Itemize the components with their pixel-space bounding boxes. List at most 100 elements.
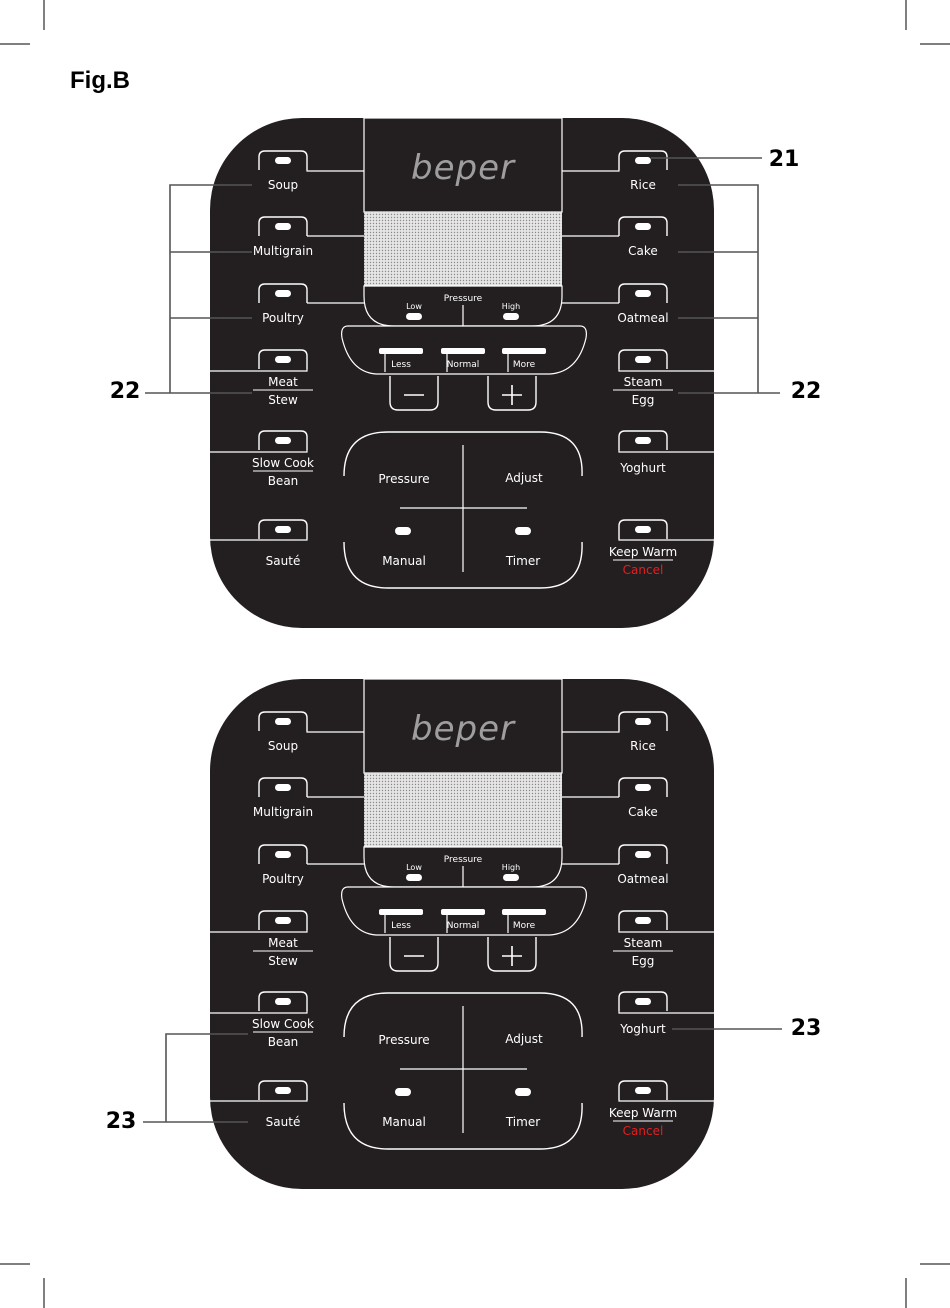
pressure-button[interactable]: Pressure xyxy=(378,1033,429,1047)
display-frame xyxy=(363,117,563,213)
right-button-label: Oatmeal xyxy=(617,311,668,325)
left-button-led xyxy=(275,917,291,924)
level-led-less xyxy=(379,909,423,915)
left-button-label: Poultry xyxy=(262,872,304,886)
left-connector xyxy=(210,450,308,453)
right-button-label2: Egg xyxy=(632,954,655,968)
left-connector xyxy=(306,731,364,733)
left-button-2[interactable]: Multigrain xyxy=(253,777,364,819)
right-button-cap xyxy=(618,711,668,731)
left-button-led xyxy=(275,356,291,363)
display-frame xyxy=(363,678,563,774)
plus-button[interactable] xyxy=(487,937,537,972)
left-button-3[interactable]: Poultry xyxy=(258,283,364,325)
center-pad-top-arc xyxy=(343,431,583,477)
left-button-cap xyxy=(258,910,308,930)
callout-21-label: 21 xyxy=(769,147,800,172)
center-pad-top-arc xyxy=(343,992,583,1038)
left-button-led xyxy=(275,526,291,533)
left-button-cap xyxy=(258,519,308,539)
brand-logo: beper xyxy=(411,148,516,188)
callout-23-left-bracket xyxy=(165,1033,248,1122)
adjust-button[interactable]: Adjust xyxy=(505,1032,543,1046)
right-button-5[interactable]: Yoghurt xyxy=(618,991,714,1036)
plus-button[interactable] xyxy=(487,376,537,411)
left-button-cap xyxy=(258,1080,308,1100)
center-pad-bottom-arc xyxy=(343,1102,583,1150)
right-connector xyxy=(562,731,620,733)
right-button-led xyxy=(635,356,651,363)
right-button-cap xyxy=(618,991,668,1011)
figure-title: Fig.B xyxy=(70,67,130,94)
level-more-label: More xyxy=(513,360,536,370)
right-button-2[interactable]: Cake xyxy=(562,777,668,819)
left-button-label: Soup xyxy=(268,178,298,192)
pressure-high-led xyxy=(503,313,519,320)
left-button-3[interactable]: Poultry xyxy=(258,844,364,886)
left-button-led xyxy=(275,223,291,230)
manual-button[interactable]: Manual xyxy=(382,1088,426,1129)
manual-led xyxy=(395,1088,411,1096)
right-button-label: Cake xyxy=(628,244,658,258)
pressure-low-led xyxy=(406,313,422,320)
pressure-button[interactable]: Pressure xyxy=(378,472,429,486)
right-button-1[interactable]: Rice xyxy=(562,150,668,192)
right-button-2[interactable]: Cake xyxy=(562,216,668,258)
left-button-led xyxy=(275,437,291,444)
minus-button-outline xyxy=(389,937,439,972)
left-button-label: Meat xyxy=(268,936,298,950)
plus-icon xyxy=(502,385,522,405)
left-button-1[interactable]: Soup xyxy=(258,711,364,753)
right-button-cap xyxy=(618,216,668,236)
right-button-3[interactable]: Oatmeal xyxy=(562,844,669,886)
right-button-1[interactable]: Rice xyxy=(562,711,668,753)
right-button-cap xyxy=(618,1080,668,1100)
left-button-label: Soup xyxy=(268,739,298,753)
level-less-label: Less xyxy=(391,360,411,370)
right-button-led xyxy=(635,718,651,725)
right-button-3[interactable]: Oatmeal xyxy=(562,283,669,325)
right-button-led xyxy=(635,917,651,924)
timer-led xyxy=(515,527,531,535)
timer-button-label: Timer xyxy=(505,554,540,568)
timer-button[interactable]: Timer xyxy=(505,527,540,568)
plus-button-outline xyxy=(487,937,537,972)
minus-button[interactable] xyxy=(389,376,439,411)
left-button-cap xyxy=(258,216,308,236)
right-button-5[interactable]: Yoghurt xyxy=(618,430,714,475)
level-less-label: Less xyxy=(391,921,411,931)
right-connector xyxy=(618,539,714,541)
left-button-6[interactable]: Sauté xyxy=(210,1080,308,1129)
minus-button[interactable] xyxy=(389,937,439,972)
callout-22-left-label: 22 xyxy=(110,379,141,404)
left-button-label2: Bean xyxy=(268,1035,299,1049)
left-button-led xyxy=(275,998,291,1005)
brand-logo: beper xyxy=(411,709,516,749)
left-button-2[interactable]: Multigrain xyxy=(253,216,364,258)
manual-button-label: Manual xyxy=(382,554,426,568)
left-button-1[interactable]: Soup xyxy=(258,150,364,192)
right-button-led xyxy=(635,223,651,230)
timer-button[interactable]: Timer xyxy=(505,1088,540,1129)
left-button-led xyxy=(275,1087,291,1094)
pressure-button-label: Pressure xyxy=(378,1033,429,1047)
adjust-button[interactable]: Adjust xyxy=(505,471,543,485)
left-button-6[interactable]: Sauté xyxy=(210,519,308,568)
right-button-cap xyxy=(618,844,668,864)
manual-button[interactable]: Manual xyxy=(382,527,426,568)
level-led-normal xyxy=(441,348,485,354)
level-led-more xyxy=(502,909,546,915)
timer-button-label: Timer xyxy=(505,1115,540,1129)
left-connector xyxy=(210,930,308,933)
